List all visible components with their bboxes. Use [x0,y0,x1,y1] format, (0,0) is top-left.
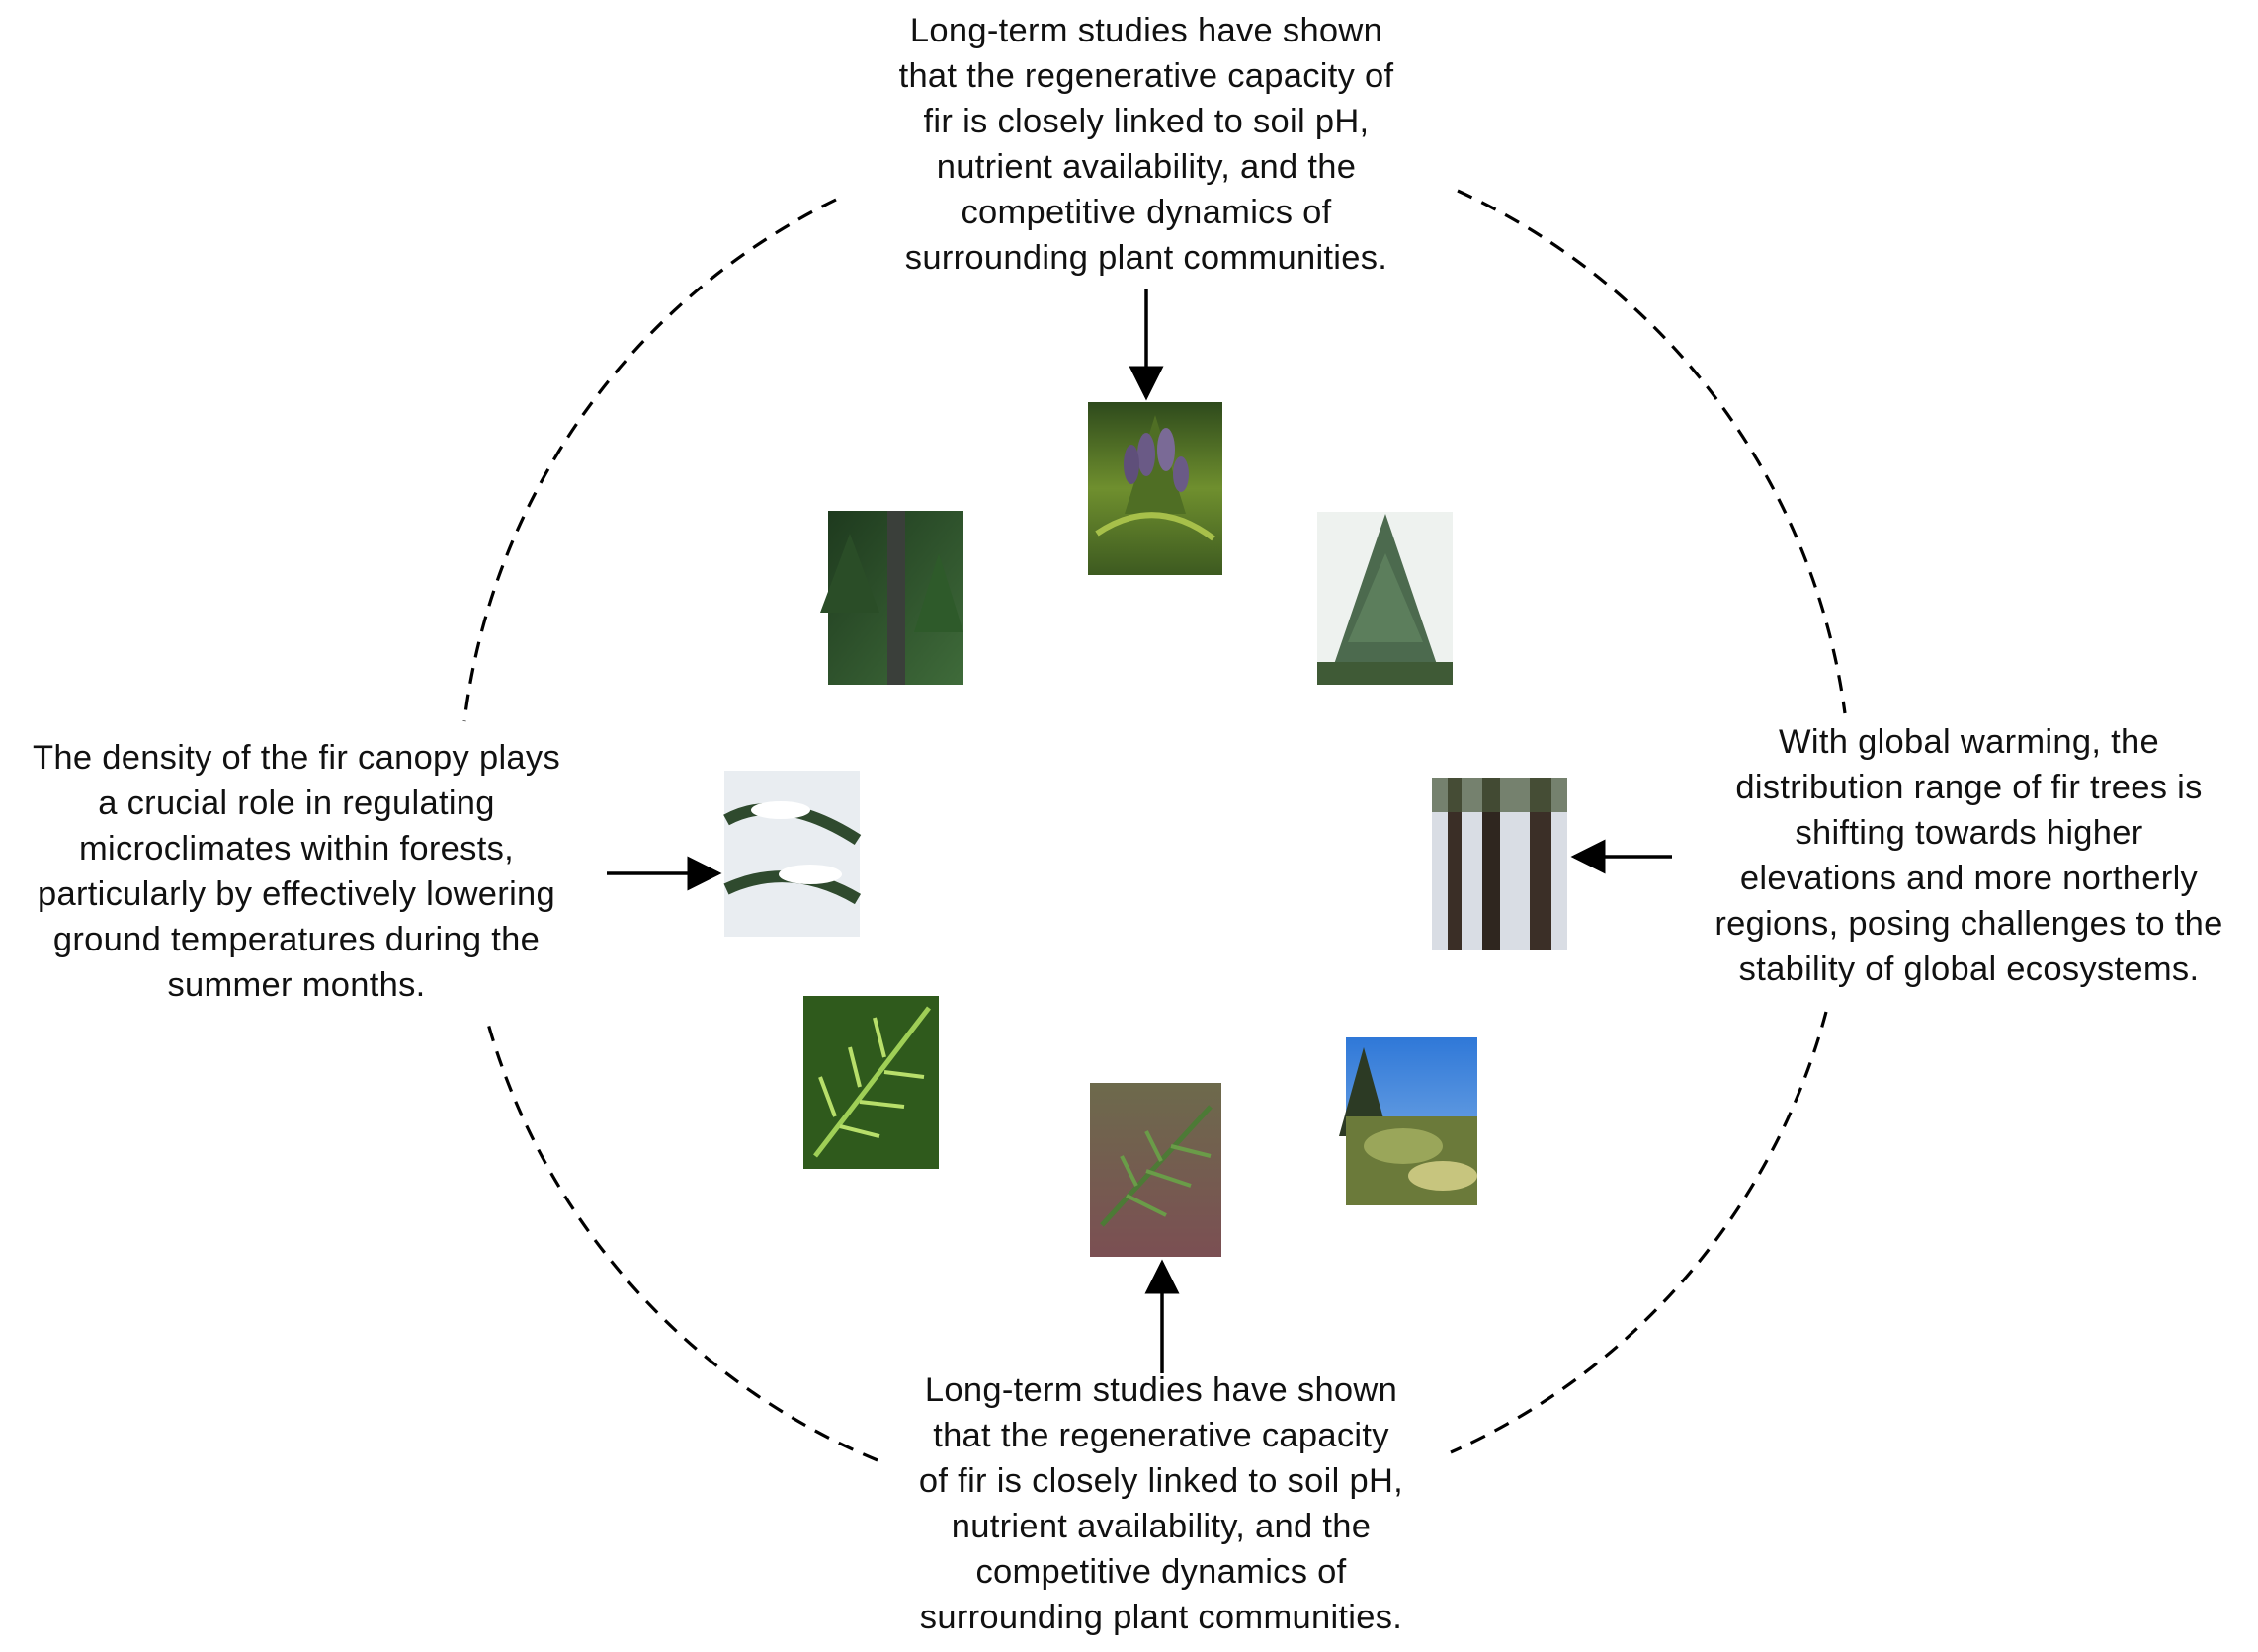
photo-fir-forest-trunk [820,511,963,685]
ring-arc-bottom-left [486,1023,878,1462]
ring-arc-top-left [462,198,837,722]
caption-bottom: Long-term studies have shown that the re… [918,1371,1404,1636]
ring-arc-bottom-right [1450,1011,1828,1454]
photo-fir-seedling [1090,1083,1221,1257]
photo-fir-snow-branches [723,771,862,937]
photo-fir-trunks [1432,778,1567,950]
caption-right: With global warming, the distribution ra… [1714,723,2223,988]
dashed-ring [462,189,1847,1462]
arrows [607,289,1672,1373]
photo-fir-cones [1088,402,1222,575]
ring-arc-top-right [1457,189,1847,714]
photo-fir-needles [803,996,939,1169]
caption-top: Long-term studies have shown that the re… [898,12,1394,277]
caption-left: The density of the fir canopy plays a cr… [32,739,561,1004]
photo-fir-sunny-slope [1339,1037,1477,1205]
photo-fir-crown [1317,512,1453,685]
